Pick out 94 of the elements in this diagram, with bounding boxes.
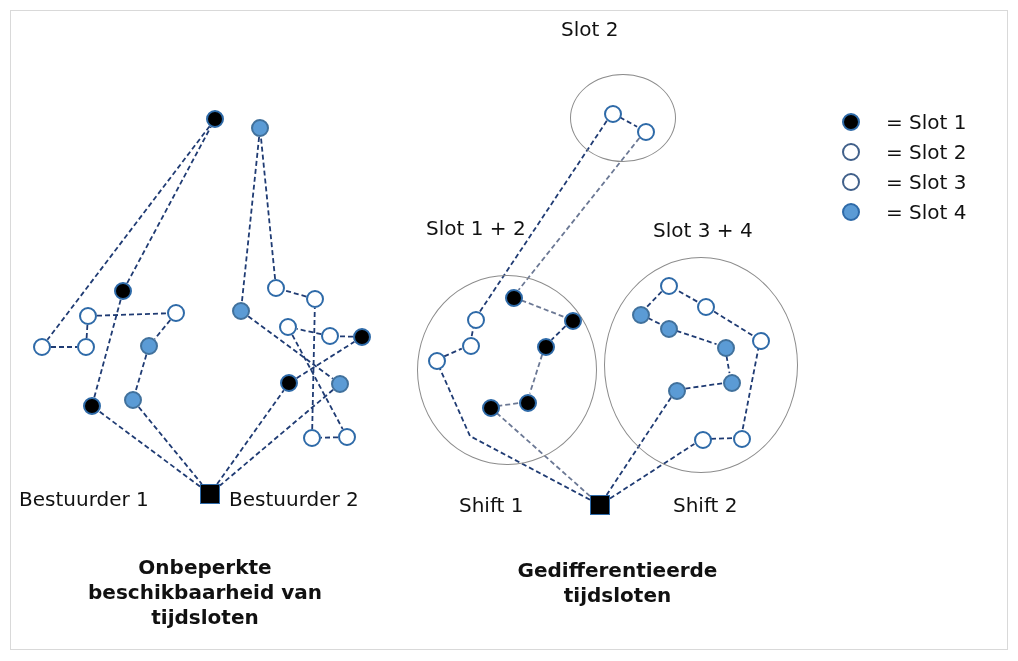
caption: Onbeperkte beschikbaarheid van tijdsloten — [87, 555, 323, 630]
route-line — [741, 347, 760, 431]
stop-circle — [733, 430, 751, 448]
route-line — [498, 402, 519, 407]
route-line — [647, 317, 661, 325]
route-line — [98, 410, 201, 488]
stop-circle — [83, 397, 101, 415]
route-line — [291, 334, 344, 430]
stop-circle — [306, 290, 324, 308]
route-line — [619, 116, 638, 128]
stop-circle — [251, 119, 269, 137]
stop-circle — [505, 289, 523, 307]
stop-circle — [79, 307, 97, 325]
route-line — [605, 396, 672, 496]
stop-circle — [303, 429, 321, 447]
stop-circle — [140, 337, 158, 355]
route-line — [609, 443, 696, 500]
route-label: Shift 2 — [673, 493, 738, 517]
group-label: Slot 1 + 2 — [426, 216, 526, 240]
route-line — [320, 436, 339, 439]
legend-text: = Slot 3 — [886, 170, 967, 194]
stop-circle — [660, 277, 678, 295]
route-line — [675, 329, 718, 346]
stop-circle — [752, 332, 770, 350]
stop-circle — [462, 337, 480, 355]
route-line — [126, 126, 212, 284]
route-line — [219, 388, 334, 487]
route-line — [216, 389, 285, 485]
route-line — [311, 307, 316, 430]
stop-circle — [167, 304, 185, 322]
route-line — [645, 290, 663, 309]
stop-circle — [206, 110, 224, 128]
caption: Gedifferentieerde tijdsloten — [516, 558, 719, 608]
route-line — [85, 324, 89, 339]
route-line — [134, 353, 148, 393]
route-line — [295, 340, 356, 380]
stop-circle — [694, 431, 712, 449]
stop-circle — [467, 311, 485, 329]
legend-text: = Slot 2 — [886, 140, 967, 164]
stop-circle — [232, 302, 250, 320]
stop-circle — [338, 428, 356, 446]
stop-circle — [519, 394, 537, 412]
route-line — [517, 137, 641, 291]
stop-circle — [267, 279, 285, 297]
route-line — [241, 136, 260, 303]
route-line — [725, 355, 731, 374]
stop-circle — [124, 391, 142, 409]
route-line — [46, 125, 211, 341]
group-label: Slot 2 — [561, 17, 619, 41]
route-line — [93, 298, 122, 399]
stop-circle — [353, 328, 371, 346]
stop-circle — [632, 306, 650, 324]
route-line — [711, 309, 754, 337]
route-label: Bestuurder 2 — [229, 487, 359, 511]
stop-circle — [537, 338, 555, 356]
stop-circle — [604, 105, 622, 123]
stop-circle — [637, 123, 655, 141]
stop-circle — [660, 320, 678, 338]
route-label: Shift 1 — [459, 493, 524, 517]
route-line — [684, 382, 723, 390]
route-line — [260, 136, 276, 280]
route-line — [96, 312, 168, 317]
route-line — [479, 119, 608, 313]
legend-text: = Slot 1 — [886, 110, 967, 134]
stop-circle — [723, 374, 741, 392]
route-line — [338, 335, 354, 338]
stop-circle — [697, 298, 715, 316]
route-line — [137, 406, 203, 485]
route-line — [528, 353, 544, 395]
stop-circle — [717, 339, 735, 357]
stop-circle — [280, 374, 298, 392]
route-line — [443, 347, 463, 358]
stop-circle — [331, 375, 349, 393]
stop-circle — [33, 338, 51, 356]
route-line — [710, 437, 733, 440]
route-label: Bestuurder 1 — [19, 487, 149, 511]
route-line — [283, 289, 308, 298]
route-line — [520, 299, 565, 318]
stop-circle — [564, 312, 582, 330]
stop-circle — [279, 318, 297, 336]
stop-circle — [428, 352, 446, 370]
stop-circle — [482, 399, 500, 417]
group-label: Slot 3 + 4 — [653, 218, 753, 242]
route-line — [50, 346, 78, 348]
stop-circle — [321, 327, 339, 345]
stop-circle — [114, 282, 132, 300]
route-line — [295, 328, 323, 335]
route-line — [550, 325, 567, 341]
stop-circle — [77, 338, 95, 356]
stop-circle — [668, 382, 686, 400]
legend-text: = Slot 4 — [886, 200, 967, 224]
route-line — [495, 412, 591, 497]
route-line — [247, 315, 334, 380]
route-line — [153, 319, 172, 340]
